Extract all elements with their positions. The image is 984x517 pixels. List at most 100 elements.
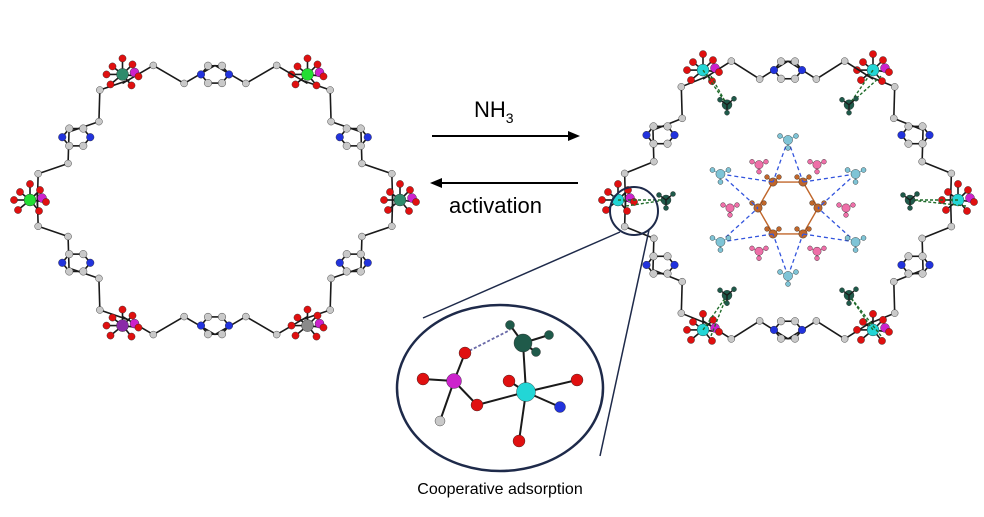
- hydrogen-bond: [720, 233, 774, 243]
- hydrogen-atom: [807, 159, 813, 165]
- ammonia-nitrogen: [783, 135, 793, 145]
- carbon-atom: [755, 75, 764, 83]
- hydrogen-atom: [843, 212, 849, 218]
- oxygen-atom: [102, 70, 111, 79]
- carbon-atom: [272, 330, 281, 339]
- hydrogen-atom: [725, 235, 732, 241]
- carbon-atom: [812, 317, 821, 325]
- bond: [802, 181, 819, 209]
- carbon-atom: [777, 317, 786, 326]
- oxygen-atom: [699, 50, 707, 58]
- oxygen-atom: [715, 68, 723, 76]
- hydrogen-atom: [776, 226, 782, 232]
- oxygen-atom: [878, 337, 886, 345]
- carbon-atom: [663, 139, 672, 148]
- oxygen-atom: [106, 331, 115, 340]
- nitrogen-atom: [642, 260, 651, 269]
- bond: [893, 86, 896, 119]
- hydrogen-bond: [710, 295, 728, 337]
- oxygen-atom: [127, 332, 136, 341]
- forward-arrow: [432, 131, 580, 141]
- carbon-atom: [677, 309, 686, 317]
- oxygen-atom: [35, 207, 43, 215]
- hydrogen-atom: [907, 205, 913, 211]
- carbon-atom: [663, 252, 672, 261]
- oxygen-atom: [26, 180, 34, 188]
- oxygen-atom: [879, 316, 887, 324]
- oxygen-atom: [598, 196, 606, 204]
- carbon-atom: [96, 86, 104, 94]
- nitrogen-atom: [86, 133, 95, 142]
- carbon-atom: [34, 170, 42, 178]
- hydrogen-atom: [663, 205, 669, 211]
- ammonia-nitrogen: [812, 246, 822, 256]
- hydrogen-atom: [763, 159, 769, 165]
- metal-atom: [301, 319, 314, 332]
- carbon-atom: [947, 222, 956, 231]
- hydrogen-atom: [531, 347, 541, 357]
- oxygen-atom: [312, 332, 321, 341]
- hydrogen-atom: [717, 247, 724, 253]
- inset-ellipse: [395, 303, 605, 473]
- hydrogen-atom: [836, 202, 842, 208]
- hydrogen-bond: [909, 199, 967, 207]
- carbon-atom: [620, 222, 629, 231]
- hydrogen-atom: [749, 159, 755, 165]
- hydrogen-atom: [776, 174, 782, 180]
- nitrogen-atom: [58, 133, 67, 142]
- hydrogen-atom: [853, 286, 859, 292]
- oxygen-atom: [970, 198, 978, 206]
- hydrogen-atom: [764, 174, 770, 180]
- oxygen-atom: [10, 196, 18, 204]
- carbon-atom: [64, 232, 72, 241]
- hydrogen-atom: [709, 235, 716, 241]
- oxygen-atom: [16, 188, 24, 196]
- carbon-atom: [904, 252, 913, 261]
- ammonia-loaded-ring-structure: [598, 50, 978, 345]
- ammonia-nitrogen: [725, 203, 735, 213]
- carbon-atom: [727, 57, 736, 65]
- carbon-atom: [180, 312, 188, 321]
- hydrogen-atom: [724, 110, 730, 116]
- carbon-atom: [947, 169, 956, 178]
- oxygen-atom: [396, 180, 404, 188]
- carbon-atom: [840, 335, 849, 343]
- hydrogen-atom: [785, 281, 791, 287]
- carbon-atom: [840, 57, 849, 65]
- bond: [844, 60, 874, 80]
- nitrogen-atom: [642, 131, 651, 140]
- carbon-atom: [356, 124, 365, 133]
- carbon-atom: [95, 274, 103, 283]
- ammonia-nitrogen: [754, 246, 764, 256]
- oxygen-atom: [470, 398, 484, 412]
- carbon-atom: [791, 317, 800, 326]
- hydrogen-atom: [777, 269, 783, 275]
- oxygen-atom: [708, 337, 716, 345]
- hydrogen-atom: [814, 255, 820, 261]
- oxygen-atom: [293, 62, 302, 71]
- oxygen-atom: [689, 58, 697, 66]
- nitrogen-atom: [86, 258, 95, 267]
- nitrogen-atom: [224, 321, 233, 330]
- carbon-atom: [217, 61, 226, 70]
- oxygen-atom: [412, 198, 420, 206]
- hydrogen-bond: [464, 329, 511, 354]
- carbon-atom: [678, 114, 686, 123]
- hydrogen-atom: [846, 300, 852, 306]
- oxygen-atom: [570, 373, 584, 387]
- hydrogen-atom: [785, 145, 791, 151]
- bond: [245, 315, 278, 336]
- bond: [802, 207, 819, 235]
- hydrogen-atom: [846, 110, 852, 116]
- hydrogen-atom: [794, 174, 800, 180]
- oxygen-atom: [291, 331, 300, 340]
- oxygen-atom: [106, 80, 115, 89]
- hydrogen-atom: [821, 159, 827, 165]
- oxygen-atom: [859, 318, 867, 326]
- bond: [329, 278, 332, 311]
- hydrogen-atom: [793, 269, 799, 275]
- carbon-atom: [272, 61, 281, 70]
- oxygen-atom: [406, 186, 414, 194]
- hydrogen-atom: [764, 226, 770, 232]
- oxygen-atom: [942, 206, 950, 214]
